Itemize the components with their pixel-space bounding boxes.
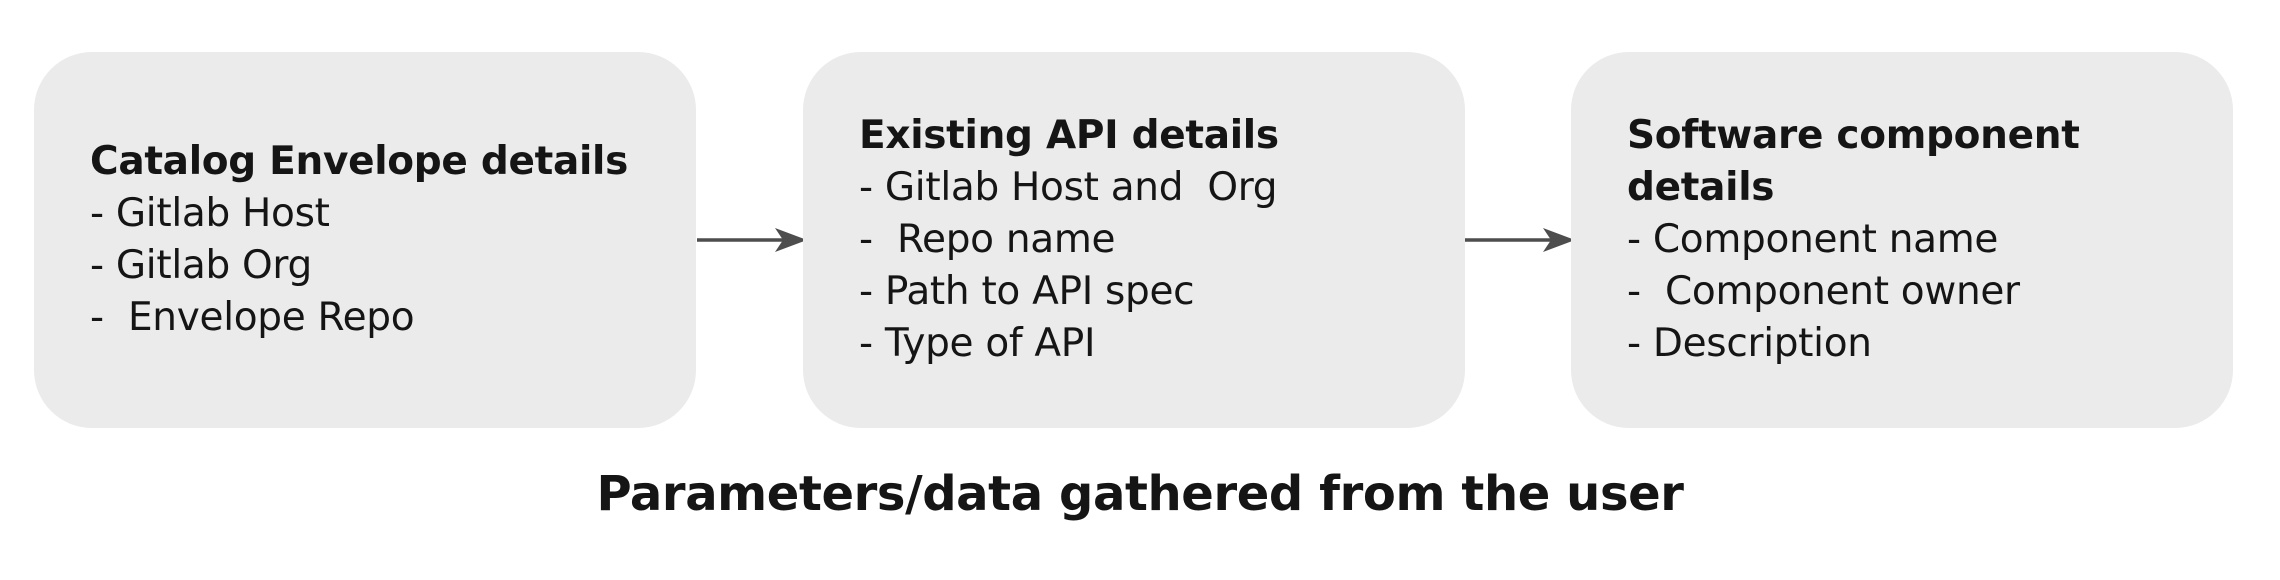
catalog-envelope-list: - Gitlab Host - Gitlab Org - Envelope Re… (90, 188, 696, 344)
software-component-list: - Component name - Component owner - Des… (1627, 214, 2233, 370)
list-item: - Component owner (1627, 269, 2020, 314)
list-item: - Gitlab Org (90, 243, 312, 288)
software-component-title: Software component details (1627, 113, 2080, 210)
existing-api-list: - Gitlab Host and Org - Repo name - Path… (859, 162, 1465, 370)
existing-api-title: Existing API details (859, 113, 1279, 158)
existing-api-box: Existing API details - Gitlab Host and O… (803, 52, 1465, 428)
diagram-caption: Parameters/data gathered from the user (596, 466, 1684, 522)
catalog-envelope-title: Catalog Envelope details (90, 139, 629, 184)
list-item: - Path to API spec (859, 269, 1195, 314)
flow-arrow-1 (697, 228, 807, 252)
list-item: - Description (1627, 321, 1872, 366)
software-component-box: Software component details - Component n… (1571, 52, 2233, 428)
list-item: - Envelope Repo (90, 295, 415, 340)
list-item: - Gitlab Host (90, 191, 330, 236)
list-item: - Repo name (859, 217, 1116, 262)
list-item: - Component name (1627, 217, 1999, 262)
catalog-envelope-box: Catalog Envelope details - Gitlab Host -… (34, 52, 696, 428)
list-item: - Gitlab Host and Org (859, 165, 1278, 210)
flow-arrow-2 (1465, 228, 1575, 252)
list-item: - Type of API (859, 321, 1096, 366)
